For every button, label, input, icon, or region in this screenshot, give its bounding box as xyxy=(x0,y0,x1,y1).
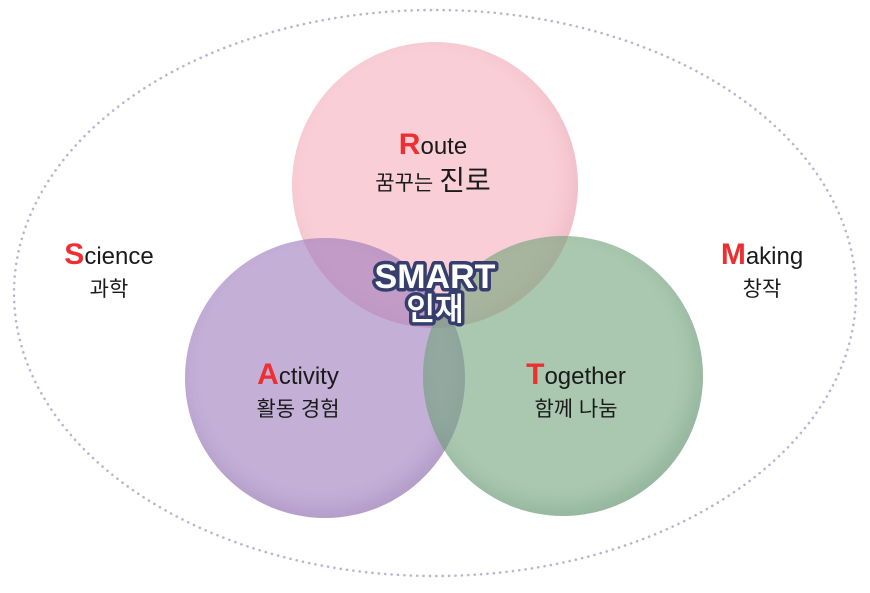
science-rest-letters: cience xyxy=(84,243,154,270)
making-initial-letter: M xyxy=(720,238,746,271)
route-korean-prefix: 꿈꾸는 xyxy=(375,172,434,195)
label-together: Together 함께 나눔 xyxy=(496,360,656,423)
together-rest-letters: ogether xyxy=(544,363,626,390)
center-title-line2: 인재 xyxy=(406,292,463,327)
dotted-ellipse xyxy=(12,8,858,578)
circle-together xyxy=(423,236,703,516)
activity-english-label: Activity xyxy=(218,360,378,392)
science-korean-label: 과학 xyxy=(89,278,129,301)
science-initial-letter: S xyxy=(64,238,85,271)
label-science: Science 과학 xyxy=(29,240,189,303)
making-korean-label: 창작 xyxy=(742,278,782,301)
making-english-label: Making xyxy=(682,240,842,272)
label-making: Making 창작 xyxy=(682,240,842,303)
together-korean-label: 함께 나눔 xyxy=(534,398,618,421)
route-rest-letters: oute xyxy=(420,133,468,160)
together-initial-letter: T xyxy=(526,358,545,391)
center-title-line1: SMART xyxy=(375,258,496,296)
making-rest-letters: aking xyxy=(745,243,804,270)
circle-activity xyxy=(185,238,465,518)
label-activity: Activity 활동 경험 xyxy=(218,360,378,423)
route-english-label: Route xyxy=(318,130,548,162)
route-korean-emphasis: 진로 xyxy=(439,165,491,196)
activity-korean-label: 활동 경험 xyxy=(256,398,340,421)
activity-initial-letter: A xyxy=(257,358,279,391)
activity-rest-letters: ctivity xyxy=(278,363,339,390)
route-initial-letter: R xyxy=(398,128,421,161)
science-english-label: Science xyxy=(29,240,189,272)
together-english-label: Together xyxy=(496,360,656,392)
